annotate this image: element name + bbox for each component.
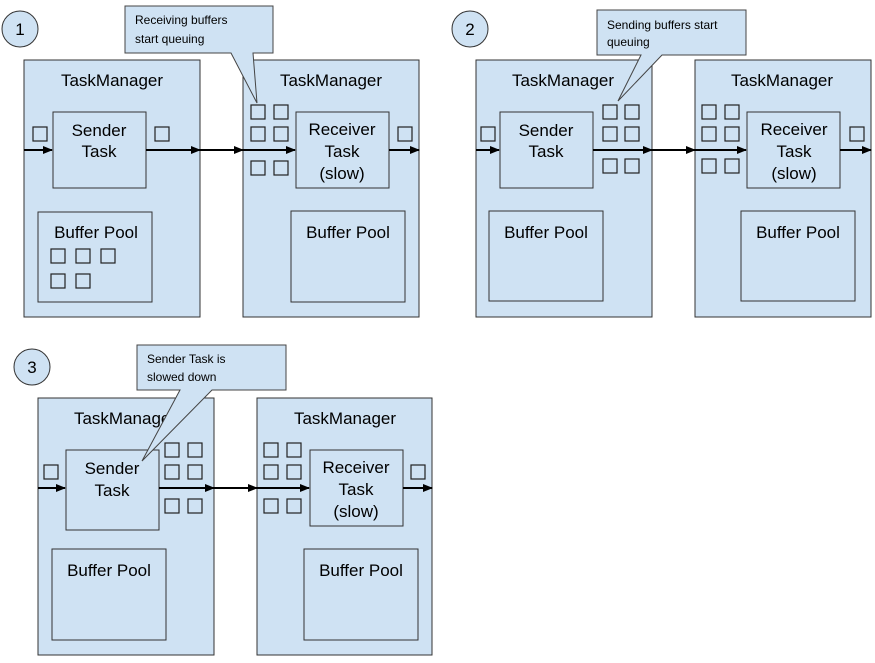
queued-buffer [273, 126, 289, 142]
queued-buffer [701, 104, 717, 120]
buffer-pool-3 [51, 548, 167, 641]
receiver-task-label-line1: Receiver [308, 120, 375, 139]
step-number-1: 1 [15, 20, 24, 39]
queued-buffer [624, 104, 640, 120]
callout-2 [596, 9, 747, 102]
queued-buffer [701, 158, 717, 174]
receiver-task-label-line2: Task [777, 142, 812, 161]
buffer-pool-label: Buffer Pool [756, 223, 840, 242]
receiver-task-3 [309, 449, 404, 527]
buffer [849, 126, 865, 142]
queued-buffer [273, 104, 289, 120]
queued-buffer [602, 126, 618, 142]
queued-buffer [250, 104, 266, 120]
buffer-pool-label: Buffer Pool [54, 223, 138, 242]
queued-buffer [602, 104, 618, 120]
panel-2: 2 TaskManager Sender Task Buffer Pool Ta… [451, 9, 872, 318]
buffer [397, 126, 413, 142]
taskmanager-label: TaskManager [512, 71, 614, 90]
buffer [75, 273, 91, 289]
queued-buffer [263, 442, 279, 458]
queued-buffer [273, 160, 289, 176]
callout-3 [136, 344, 287, 462]
panel-1: 1 TaskManager Sender Task Buffer Pool Ta… [1, 5, 420, 318]
sender-task-label-line2: Task [529, 142, 564, 161]
queued-buffer [602, 158, 618, 174]
buffer [480, 126, 496, 142]
step-badge-1 [1, 10, 39, 48]
receiver-task-label-line3: (slow) [333, 502, 378, 521]
panel-3: 3 TaskManager Sender Task Buffer Pool Ta… [13, 344, 433, 656]
buffer [154, 126, 170, 142]
buffer-pool-3b [303, 548, 419, 641]
callout-3-line2: slowed down [147, 370, 216, 384]
sender-task-label-line1: Sender [519, 121, 574, 140]
queued-buffer [286, 442, 302, 458]
queued-buffer [187, 464, 203, 480]
sender-task-2 [499, 111, 594, 189]
queued-buffer [250, 126, 266, 142]
queued-buffer [164, 442, 180, 458]
queued-buffer [624, 158, 640, 174]
queued-buffer [263, 498, 279, 514]
callout-1 [124, 5, 274, 104]
queued-buffer [724, 126, 740, 142]
receiver-task-label-line2: Task [339, 480, 374, 499]
queued-buffer [250, 160, 266, 176]
sender-task-label-line2: Task [82, 142, 117, 161]
callout-3-line1: Sender Task is [147, 352, 226, 366]
buffer [32, 126, 48, 142]
buffer-pool-1b [290, 210, 406, 303]
sender-task-label-line1: Sender [72, 121, 127, 140]
buffer-pool-2b [740, 210, 856, 302]
buffer-pool-label: Buffer Pool [306, 223, 390, 242]
callout-2-line1: Sending buffers start [607, 18, 718, 32]
queued-buffer [187, 498, 203, 514]
step-badge-2 [451, 10, 489, 48]
taskmanager-label: TaskManager [61, 71, 163, 90]
buffer-pool-1 [37, 211, 153, 303]
buffer [50, 273, 66, 289]
sender-task-3 [65, 449, 160, 531]
queued-buffer [187, 442, 203, 458]
buffer [43, 464, 59, 480]
callout-1-line1: Receiving buffers [135, 13, 228, 27]
receiver-task-label-line1: Receiver [760, 120, 827, 139]
receiver-task-label-line3: (slow) [771, 164, 816, 183]
taskmanager-label: TaskManager [294, 409, 396, 428]
queued-buffer [624, 126, 640, 142]
queued-buffer [164, 498, 180, 514]
taskmanager-label: TaskManager [731, 71, 833, 90]
queued-buffer [286, 464, 302, 480]
buffer-pool-label: Buffer Pool [504, 223, 588, 242]
buffer-pool-2 [488, 210, 604, 302]
queued-buffer [701, 126, 717, 142]
buffer [75, 248, 91, 264]
queued-buffer [263, 464, 279, 480]
buffer [50, 248, 66, 264]
step-badge-3 [13, 348, 51, 386]
receiver-task-label-line1: Receiver [322, 458, 389, 477]
queued-buffer [724, 104, 740, 120]
sender-task-label-line1: Sender [85, 459, 140, 478]
taskmanager-label: TaskManager [74, 409, 176, 428]
taskmanager-label: TaskManager [280, 71, 382, 90]
queued-buffer [724, 158, 740, 174]
buffer [100, 248, 116, 264]
callout-2-line2: queuing [607, 35, 650, 49]
queued-buffer [286, 498, 302, 514]
buffer [410, 464, 426, 480]
callout-1-line2: start queuing [135, 32, 204, 46]
queued-buffer [164, 464, 180, 480]
receiver-task-label-line3: (slow) [319, 164, 364, 183]
step-number-2: 2 [465, 20, 474, 39]
buffer-pool-label: Buffer Pool [319, 561, 403, 580]
receiver-task-label-line2: Task [325, 142, 360, 161]
buffer-pool-label: Buffer Pool [67, 561, 151, 580]
sender-task-1 [52, 111, 147, 189]
step-number-3: 3 [27, 358, 36, 377]
receiver-task-1 [295, 111, 390, 189]
sender-task-label-line2: Task [95, 481, 130, 500]
